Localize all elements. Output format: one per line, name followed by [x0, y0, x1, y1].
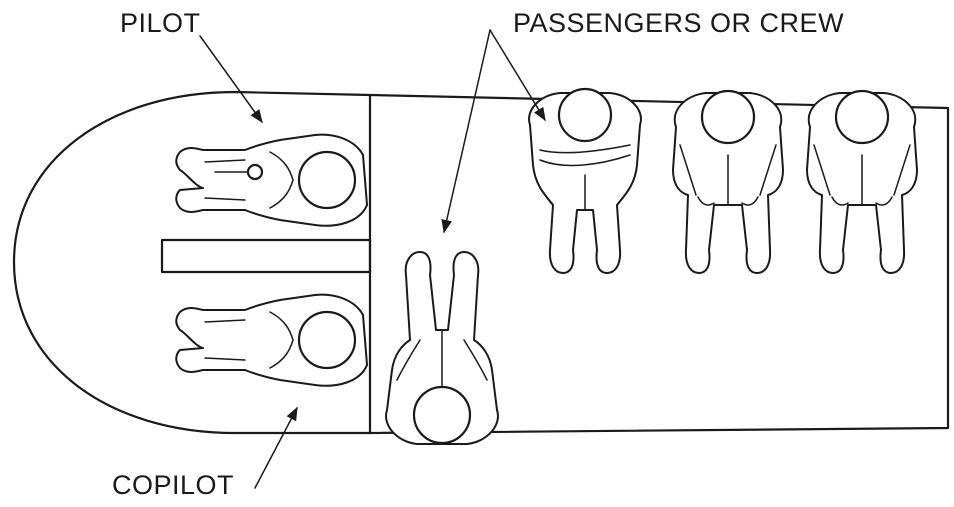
copilot-arrow — [255, 408, 297, 488]
pilot-arrow — [200, 36, 262, 122]
pilot-figure — [176, 135, 367, 226]
aisle-crew-figure — [386, 252, 498, 444]
copilot-figure — [176, 295, 367, 386]
passengers-arrow-right — [490, 30, 545, 120]
passenger-figure-3 — [807, 91, 917, 273]
passenger-figure-2 — [673, 91, 783, 273]
passengers-arrow-left — [444, 30, 490, 232]
passenger-figure-1 — [529, 89, 641, 273]
center-console — [162, 240, 370, 272]
